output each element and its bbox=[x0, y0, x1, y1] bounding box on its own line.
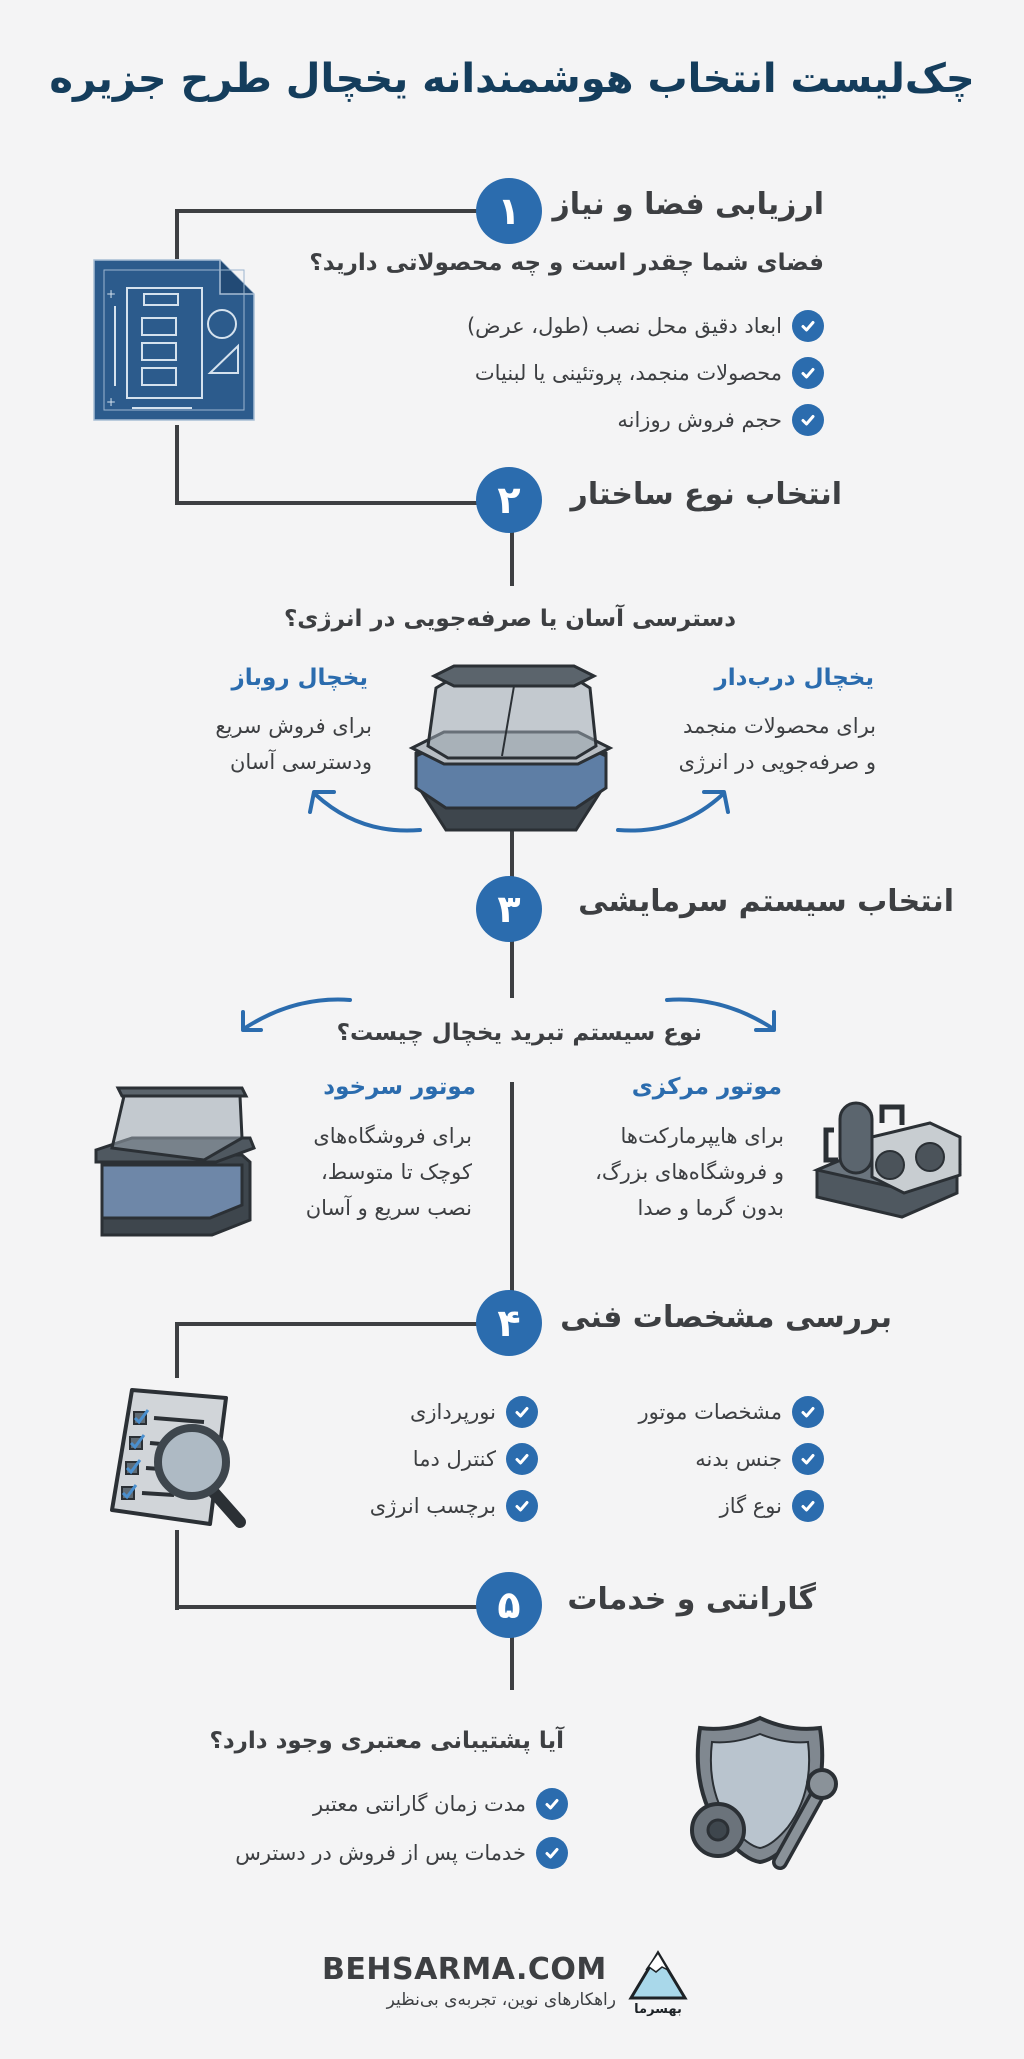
option-desc-door-fridge: برای محصولات منجمد و صرفه‌جویی در انرژی bbox=[678, 714, 876, 774]
option-desc-open-fridge: برای فروش سریع ودسترسی آسان bbox=[215, 714, 372, 774]
check-icon bbox=[506, 1443, 538, 1475]
checklist-label: محصولات منجمد، پروتئینی یا لبنیات bbox=[474, 361, 782, 385]
island-fridge-icon bbox=[406, 658, 616, 838]
brand-logo: بهسرما bbox=[628, 1950, 688, 2020]
check-icon bbox=[792, 1443, 824, 1475]
step-5-question: آیا پشتیبانی معتبری وجود دارد؟ bbox=[209, 1728, 565, 1754]
step-3-badge: ۳ bbox=[476, 876, 542, 942]
step-5-title: گارانتی و خدمات bbox=[567, 1582, 816, 1617]
connector-line bbox=[175, 1322, 179, 1378]
checklist-label: مشخصات موتور bbox=[638, 1400, 782, 1424]
step-3-question: نوع سیستم تبرید یخچال چیست؟ bbox=[336, 1020, 702, 1046]
checklist-item: مدت زمان گارانتی معتبر bbox=[313, 1788, 568, 1820]
step-3-title: انتخاب سیستم سرمایشی bbox=[578, 884, 954, 919]
check-icon bbox=[536, 1837, 568, 1869]
step-1-title: ارزیابی فضا و نیاز bbox=[552, 187, 824, 222]
shield-tools-icon bbox=[680, 1712, 840, 1872]
arrow-icon bbox=[662, 990, 782, 1036]
connector-line bbox=[175, 209, 179, 259]
checklist-label: حجم فروش روزانه bbox=[617, 408, 782, 432]
check-icon bbox=[536, 1788, 568, 1820]
check-icon bbox=[792, 310, 824, 342]
connector-line bbox=[510, 830, 514, 880]
checklist-label: مدت زمان گارانتی معتبر bbox=[313, 1792, 526, 1816]
step-2-title: انتخاب نوع ساختار bbox=[570, 477, 842, 512]
brand-logo-text: بهسرما bbox=[634, 2002, 682, 2017]
blueprint-icon: + + bbox=[92, 258, 256, 422]
checklist-magnifier-icon bbox=[104, 1382, 254, 1532]
checklist-item: جنس بدنه bbox=[695, 1443, 824, 1475]
step-4-title: بررسی مشخصات فنی bbox=[560, 1300, 892, 1335]
step-5-badge: ۵ bbox=[476, 1572, 542, 1638]
checklist-label: ابعاد دقیق محل نصب (طول، عرض) bbox=[466, 314, 782, 338]
svg-text:+: + bbox=[106, 395, 116, 409]
checklist-item: کنترل دما bbox=[413, 1443, 538, 1475]
checklist-label: جنس بدنه bbox=[695, 1447, 782, 1471]
checklist-item: خدمات پس از فروش در دسترس bbox=[235, 1837, 568, 1869]
display-fridge-icon bbox=[92, 1080, 258, 1240]
option-desc-selfcontained-motor: برای فروشگاه‌های کوچک تا متوسط، نصب سریع… bbox=[305, 1124, 472, 1220]
check-icon bbox=[792, 357, 824, 389]
svg-text:+: + bbox=[106, 287, 116, 301]
checklist-label: کنترل دما bbox=[412, 1447, 496, 1471]
step-1-question: فضای شما چقدر است و چه محصولاتی دارید؟ bbox=[309, 250, 824, 276]
option-title-door-fridge: یخچال درب‌دار bbox=[714, 665, 874, 691]
connector-line bbox=[175, 1530, 179, 1610]
option-desc-central-motor: برای هایپرمارکت‌ها و فروشگاه‌های بزرگ، ب… bbox=[595, 1124, 784, 1220]
brand-tagline: راهکارهای نوین، تجربه‌ی بی‌نظیر bbox=[386, 1990, 616, 2010]
page-title: چک‌لیست انتخاب هوشمندانه یخچال طرح جزیره bbox=[49, 56, 975, 102]
check-icon bbox=[792, 1396, 824, 1428]
connector-line bbox=[175, 1322, 485, 1326]
connector-line bbox=[175, 1605, 485, 1609]
arrow-icon bbox=[608, 770, 738, 840]
checklist-item: محصولات منجمد، پروتئینی یا لبنیات bbox=[475, 357, 824, 389]
compressor-icon bbox=[812, 1085, 962, 1225]
check-icon bbox=[506, 1396, 538, 1428]
checklist-item: ابعاد دقیق محل نصب (طول، عرض) bbox=[467, 310, 824, 342]
option-title-selfcontained-motor: موتور سرخود bbox=[323, 1074, 476, 1100]
connector-line bbox=[510, 1262, 514, 1304]
checklist-label: نورپردازی bbox=[409, 1400, 496, 1424]
checklist-item: نوع گاز bbox=[720, 1490, 824, 1522]
step-2-question: دسترسی آسان یا صرفه‌جویی در انرژی؟ bbox=[283, 606, 736, 632]
connector-line bbox=[510, 530, 514, 586]
connector-line bbox=[175, 209, 485, 213]
arrow-icon bbox=[235, 990, 355, 1036]
checklist-item: نورپردازی bbox=[410, 1396, 538, 1428]
checklist-label: برچسب انرژی bbox=[369, 1494, 496, 1518]
check-icon bbox=[792, 404, 824, 436]
checklist-item: مشخصات موتور bbox=[638, 1396, 824, 1428]
arrow-icon bbox=[300, 770, 430, 840]
checklist-item: حجم فروش روزانه bbox=[617, 404, 824, 436]
brand-name: BEHSARMA.COM bbox=[322, 1952, 607, 1987]
option-title-open-fridge: یخچال روباز bbox=[231, 665, 368, 691]
step-2-badge: ۲ bbox=[476, 467, 542, 533]
step-1-badge: ۱ bbox=[476, 178, 542, 244]
connector-line bbox=[510, 1630, 514, 1690]
option-title-central-motor: موتور مرکزی bbox=[631, 1074, 782, 1100]
check-icon bbox=[792, 1490, 824, 1522]
checklist-label: نوع گاز bbox=[719, 1494, 782, 1518]
connector-line bbox=[175, 501, 485, 505]
check-icon bbox=[506, 1490, 538, 1522]
step-4-badge: ۴ bbox=[476, 1290, 542, 1356]
divider-line bbox=[510, 1082, 514, 1262]
checklist-item: برچسب انرژی bbox=[370, 1490, 538, 1522]
connector-line bbox=[510, 940, 514, 998]
checklist-label: خدمات پس از فروش در دسترس bbox=[235, 1841, 526, 1865]
connector-line bbox=[175, 425, 179, 505]
